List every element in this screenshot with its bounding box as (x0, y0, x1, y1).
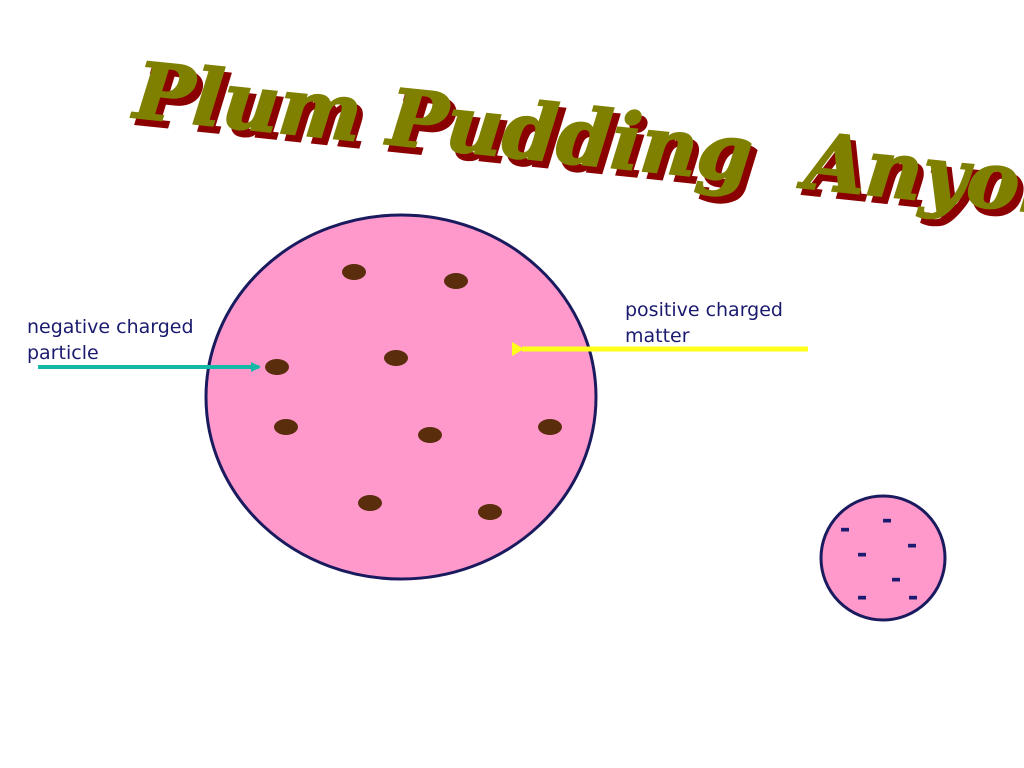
title-text: Plum Pudding Anyone? (129, 45, 1024, 245)
negative-charges: - - - - - - - (840, 505, 919, 612)
electron (274, 419, 298, 435)
negative-label-line-1: negative charged (27, 316, 194, 338)
minus-sign: - (857, 582, 868, 612)
electron (538, 419, 562, 435)
electron (358, 495, 382, 511)
minus-sign: - (908, 582, 919, 612)
minus-sign: - (857, 539, 868, 569)
positive-sphere (204, 213, 598, 581)
positive-label-line-1: positive charged (625, 299, 783, 321)
minus-sign: - (882, 505, 893, 535)
electron (444, 273, 468, 289)
positive-label-line-2: matter (625, 325, 690, 347)
electron (418, 427, 442, 443)
small-sphere (819, 494, 947, 622)
negative-label-line-2: particle (27, 342, 99, 364)
minus-sign: - (891, 564, 902, 594)
electron (342, 264, 366, 280)
electron (265, 359, 289, 375)
minus-sign: - (840, 514, 851, 544)
electrons (265, 264, 562, 520)
electron (478, 504, 502, 520)
positive-matter-label: positive charged matter (625, 297, 783, 349)
minus-sign: - (907, 530, 918, 560)
negative-particle-label: negative charged particle (27, 314, 194, 366)
page-title: Plum Pudding Anyone? Plum Pudding Anyone… (128, 44, 1024, 253)
electron (384, 350, 408, 366)
